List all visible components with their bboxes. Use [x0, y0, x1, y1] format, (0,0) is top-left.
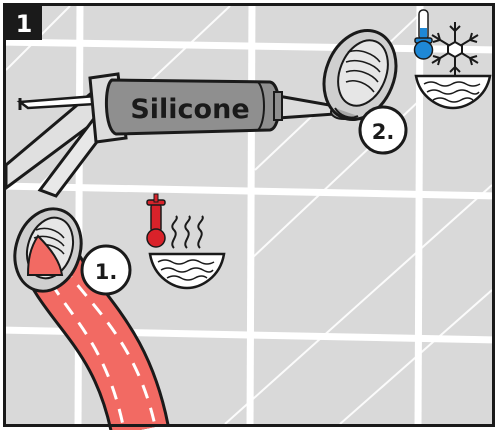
step-2-label: 2.: [372, 120, 395, 144]
thermometer-hot-icon: [146, 193, 166, 248]
cold-water-bowl-icon: [414, 74, 492, 110]
lower-outlet-fitting: [13, 207, 83, 293]
step-badge: 1: [6, 6, 42, 40]
panel-border: [3, 3, 495, 427]
snowflake-icon: [431, 22, 479, 76]
upper-outlet-fitting: [322, 28, 398, 122]
step-2-marker: 2.: [358, 105, 408, 155]
thermometer-cold-icon: [413, 9, 434, 60]
step-number: 1: [16, 10, 33, 38]
silicone-label: Silicone: [130, 94, 249, 125]
step-1-label: 1.: [95, 260, 118, 284]
steaming-water-bowl-icon: [148, 215, 226, 290]
step-1-marker: 1.: [80, 244, 132, 296]
